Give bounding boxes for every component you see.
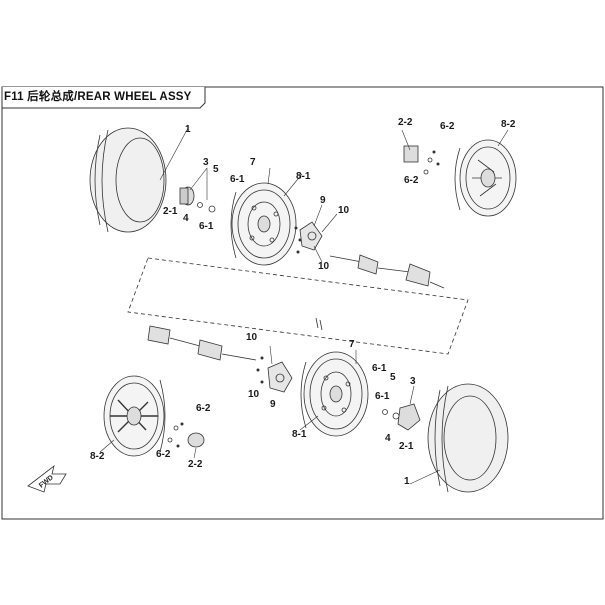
callout-9: 9 (320, 195, 326, 206)
callout-2-2: 2-2 (398, 117, 413, 128)
callout-9: 9 (270, 399, 276, 410)
callout-10: 10 (318, 261, 330, 272)
diagram-border (1, 86, 604, 520)
callout-8-2: 8-2 (90, 451, 105, 462)
bearing-hub-top (299, 221, 323, 251)
callout-6-2: 6-2 (440, 121, 455, 132)
title-tab (1, 87, 206, 109)
wheel-rim-top-right (403, 139, 517, 217)
callout-6-2: 6-2 (196, 403, 211, 414)
callout-10: 10 (246, 332, 258, 343)
callout-8-1: 8-1 (292, 429, 307, 440)
callout-3: 3 (203, 157, 209, 168)
bearing-hub-mid (267, 361, 293, 393)
callout-2-1: 2-1 (399, 441, 414, 452)
wheel-bolts (176, 150, 440, 448)
callout-2-1: 2-1 (163, 206, 178, 217)
callout-3: 3 (410, 376, 416, 387)
callout-5: 5 (213, 164, 219, 175)
callout-1: 1 (404, 476, 410, 487)
callout-10: 10 (338, 205, 350, 216)
callout-2-2: 2-2 (188, 459, 203, 470)
callout-1: 1 (185, 124, 191, 135)
driveshaft-mid (147, 325, 257, 361)
callout-10: 10 (248, 389, 260, 400)
wheel-rim-mid (300, 351, 369, 437)
callout-7: 7 (250, 157, 256, 168)
callout-4: 4 (183, 213, 189, 224)
diagram-title: F11 后轮总成/REAR WHEEL ASSY (4, 91, 192, 103)
callout-6-2: 6-2 (404, 175, 419, 186)
hub-top (179, 186, 216, 213)
hub-mid (382, 403, 421, 431)
assembly-guide-box (127, 257, 469, 355)
callout-6-1: 6-1 (375, 391, 390, 402)
callout-8-2: 8-2 (501, 119, 516, 130)
callout-4: 4 (385, 433, 391, 444)
callout-6-1: 6-1 (230, 174, 245, 185)
driveshaft-top (329, 254, 445, 289)
callout-6-1: 6-1 (199, 221, 214, 232)
tire-bottom-right (427, 383, 509, 493)
wheel-rim-bottom-left (103, 375, 205, 457)
callout-6-1: 6-1 (372, 363, 387, 374)
leader-lines (99, 127, 509, 485)
callout-6-2: 6-2 (156, 449, 171, 460)
fwd-arrow (27, 464, 67, 493)
callout-8-1: 8-1 (296, 171, 311, 182)
tire-top-left (89, 127, 167, 233)
callout-7: 7 (349, 339, 355, 350)
callout-5: 5 (390, 372, 396, 383)
wheel-rim-top (230, 182, 297, 266)
